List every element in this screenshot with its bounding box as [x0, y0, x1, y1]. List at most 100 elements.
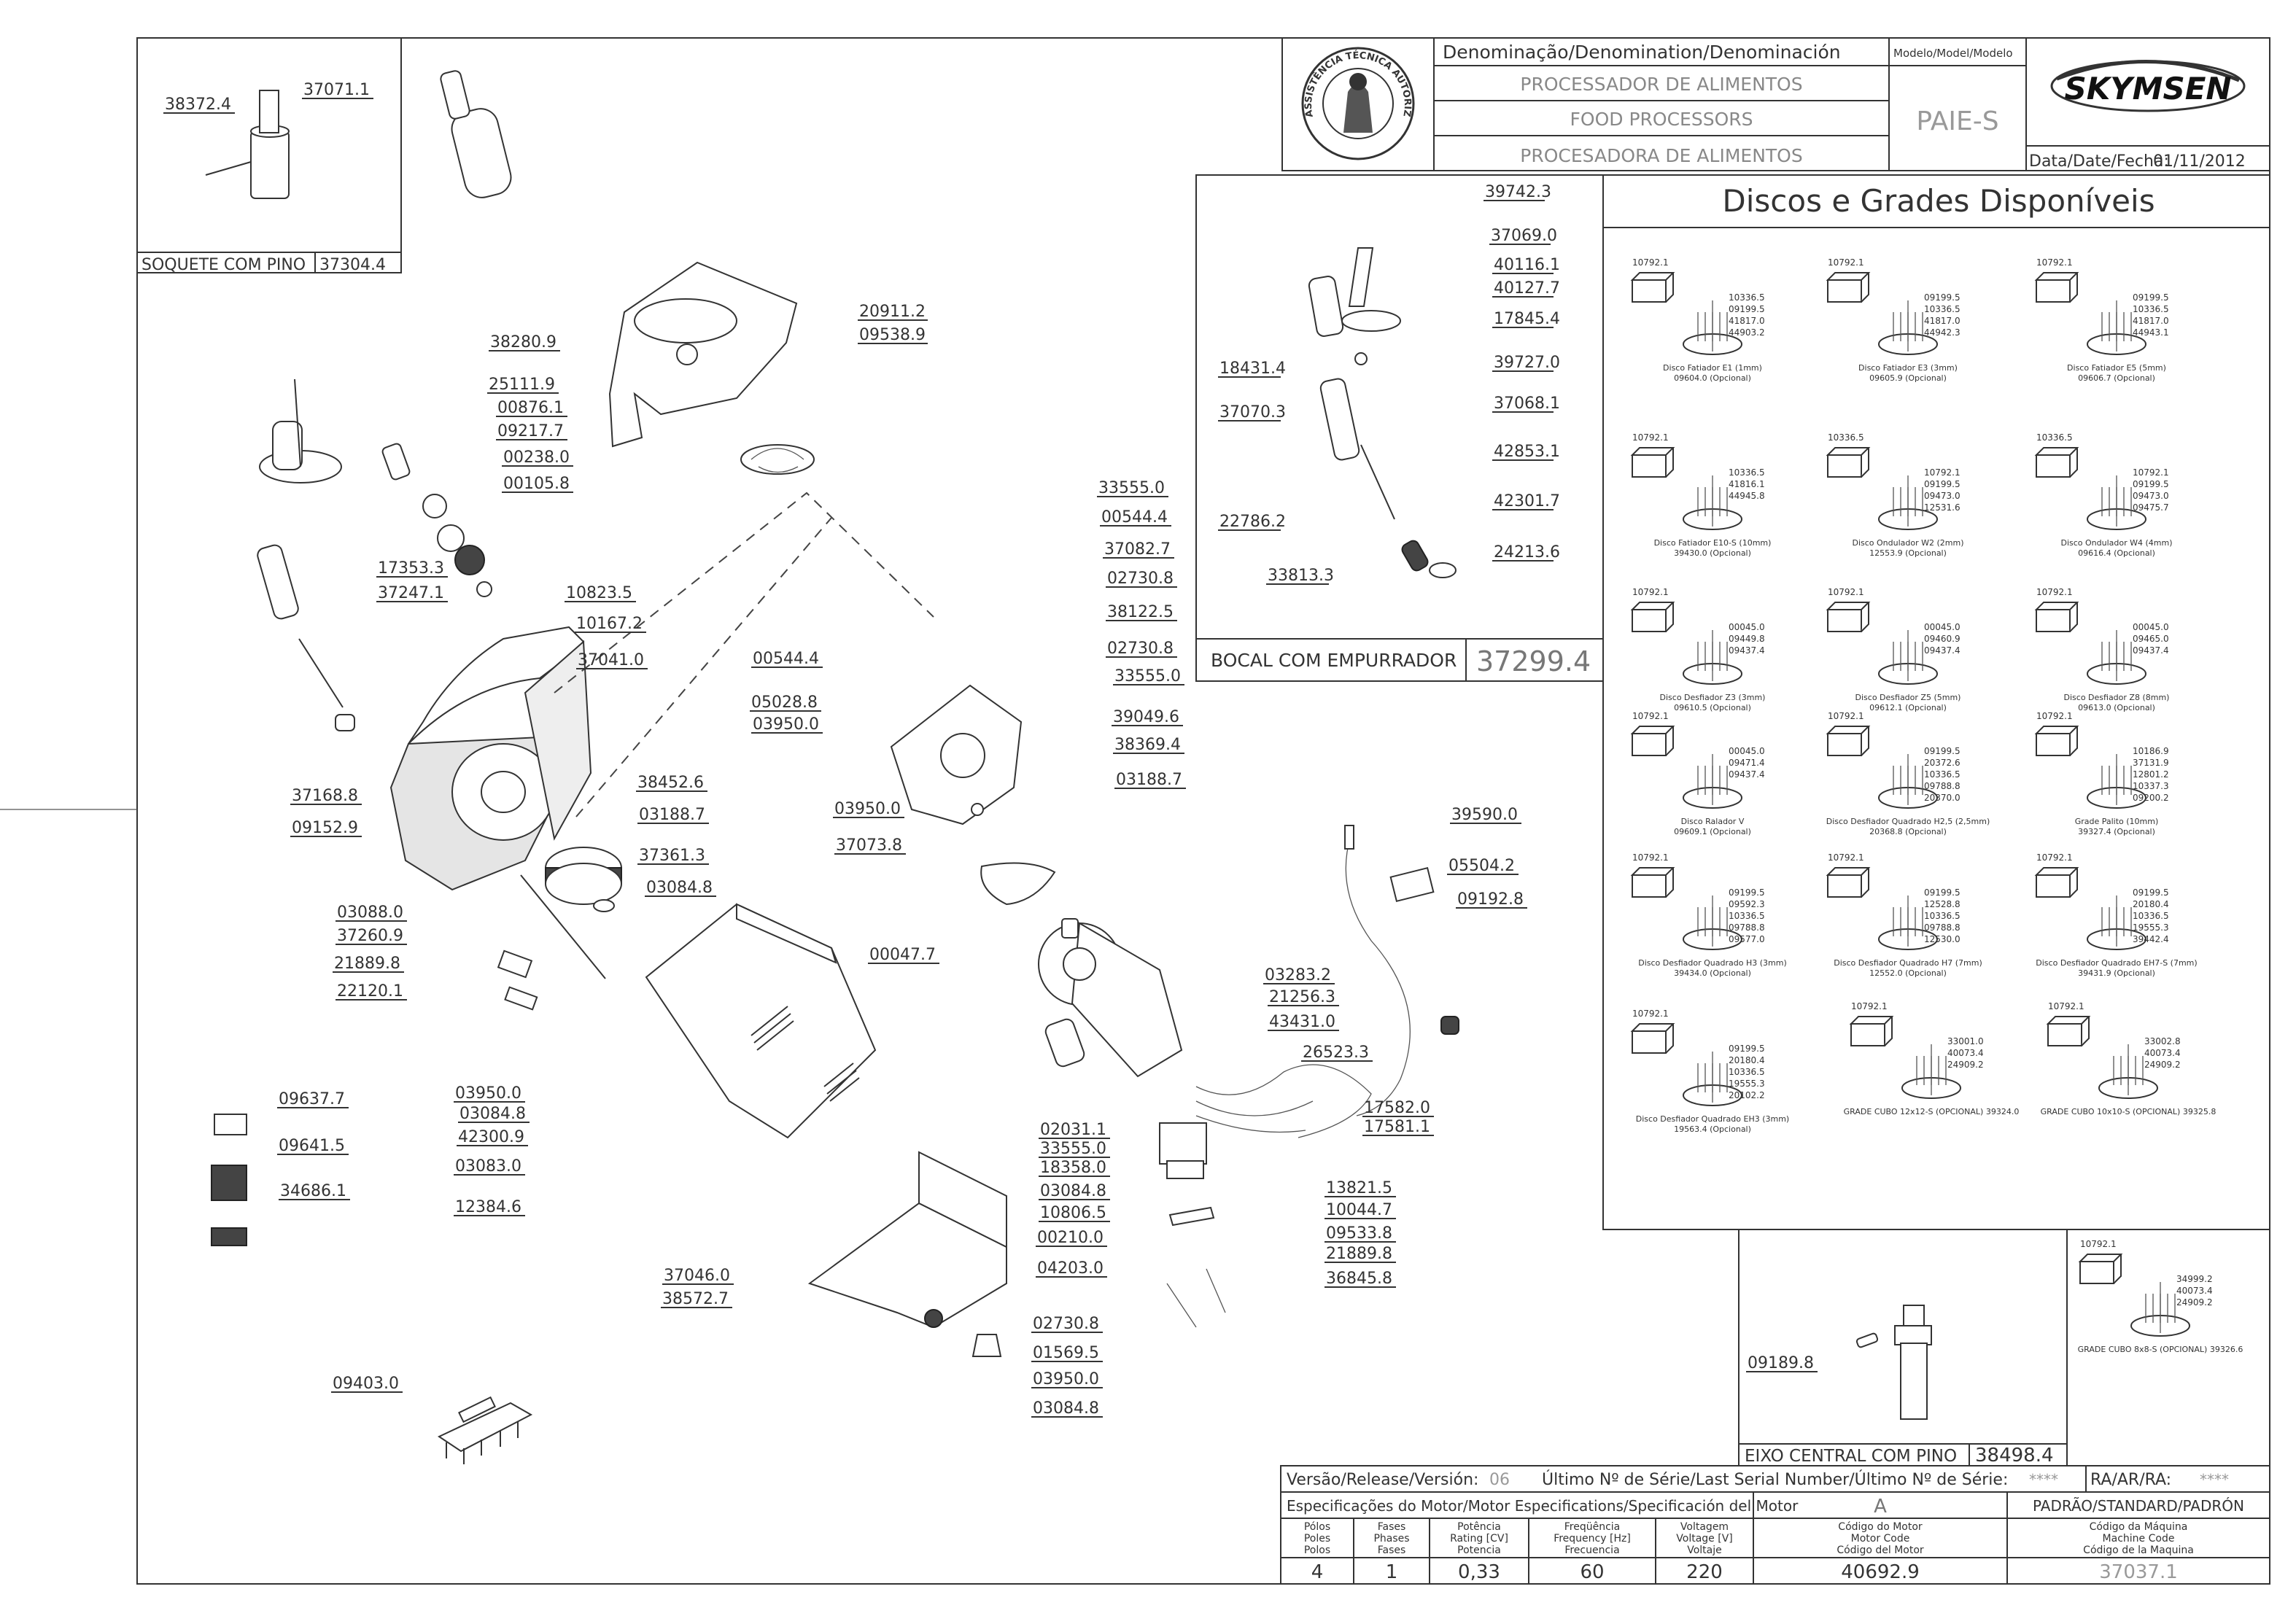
- callout: 03084.8: [458, 1105, 530, 1123]
- callout-number: 09189.8: [1748, 1354, 1814, 1372]
- disc-part-number: 09475.7: [2133, 502, 2169, 513]
- blade-block-icon: [1827, 733, 1862, 756]
- disc-name: Disco Fatiador E5 (5mm): [2067, 363, 2166, 373]
- bocal-code: 37299.4: [1476, 645, 1591, 677]
- callout: 21889.8: [1325, 1245, 1396, 1263]
- callout: 37069.0: [1489, 227, 1557, 245]
- callout: 37168.8: [290, 787, 362, 805]
- disc-part-number: 10336.5: [1924, 304, 1960, 314]
- callout: 21256.3: [1268, 988, 1339, 1006]
- callout: 36845.8: [1325, 1270, 1396, 1288]
- callout: 38372.4: [163, 96, 235, 114]
- callout-number: 38572.7: [662, 1290, 729, 1308]
- name-en: FOOD PROCESSORS: [1570, 109, 1753, 130]
- disc-part-number: 10336.5: [1924, 911, 1960, 921]
- disc-part-number: 41816.1: [1729, 479, 1765, 489]
- callout: 34686.1: [279, 1182, 350, 1200]
- callout-number: 33555.0: [1040, 1140, 1106, 1158]
- callout: 20911.2: [858, 303, 928, 321]
- callout: 42300.9: [457, 1128, 528, 1146]
- disc-part-number: 10792.1: [1632, 587, 1669, 597]
- callout-number: 37068.1: [1494, 395, 1560, 413]
- callout-number: 03283.2: [1265, 966, 1331, 984]
- disc-part-number: 09437.4: [2133, 645, 2169, 656]
- callout: 17845.4: [1492, 310, 1560, 328]
- disc-part-number: 24909.2: [2144, 1060, 2181, 1070]
- disc-part-number: 09460.9: [1924, 634, 1960, 644]
- callout: 05028.8: [750, 693, 821, 712]
- callout: 26523.3: [1301, 1044, 1373, 1062]
- disc-code: 39327.4 (Opcional): [2078, 827, 2155, 836]
- callout: 42301.7: [1492, 492, 1560, 510]
- callout: 22120.1: [336, 982, 407, 1001]
- callout-number: 17582.0: [1364, 1099, 1430, 1117]
- callout: 09637.7: [277, 1090, 349, 1108]
- spec-header: Voltaje: [1687, 1545, 1722, 1556]
- blade-block-edge: [1630, 447, 1675, 478]
- part-callouts: 38372.437071.139742.337069.040116.140127…: [163, 81, 1818, 1418]
- callout-number: 37070.3: [1219, 403, 1286, 421]
- callout: 37247.1: [376, 584, 448, 602]
- standard-label: PADRÃO/STANDARD/PADRÓN: [2033, 1497, 2244, 1515]
- disc-part-number: 10336.5: [1729, 1067, 1765, 1077]
- callout-number: 09192.8: [1457, 890, 1524, 909]
- disc-code: 20368.8 (Opcional): [1869, 827, 1947, 836]
- callout: 40127.7: [1492, 279, 1560, 298]
- name-es: PROCESADORA DE ALIMENTOS: [1520, 145, 1802, 166]
- spec-value: 40692.9: [1841, 1561, 1920, 1583]
- callout: 03283.2: [1263, 966, 1335, 984]
- disc-part-number: 10792.1: [2036, 852, 2073, 863]
- callout-number: 33555.0: [1098, 479, 1165, 497]
- spec-header: Código del Motor: [1837, 1545, 1924, 1556]
- callout-number: 03950.0: [455, 1084, 521, 1103]
- spec-value: 37037.1: [2099, 1561, 2178, 1583]
- callout: 33555.0: [1113, 667, 1184, 685]
- disc-part-number: 34999.2: [2176, 1274, 2213, 1284]
- disc-part-number: 10792.1: [1828, 852, 1864, 863]
- callout-number: 10823.5: [566, 584, 632, 602]
- disc-part-number: 44945.8: [1729, 491, 1765, 501]
- disc-part-number: 10792.1: [1828, 587, 1864, 597]
- blade-block-edge: [1630, 1023, 1675, 1054]
- spec-header: Frequency [Hz]: [1554, 1533, 1631, 1545]
- brand-name: SKYMSEN: [2064, 71, 2231, 106]
- spec-header: Fases: [1378, 1545, 1406, 1556]
- callout-number: 38452.6: [637, 774, 704, 792]
- disc-name: Disco Desfiador Quadrado EH7-S (7mm): [2036, 958, 2197, 968]
- callout: 12384.6: [454, 1198, 525, 1216]
- blade-block-edge: [1630, 602, 1675, 632]
- callout: 03084.8: [1031, 1399, 1103, 1418]
- callout: 09152.9: [290, 819, 362, 837]
- callout-number: 22786.2: [1219, 513, 1286, 531]
- callout: 24213.6: [1492, 543, 1560, 562]
- disc-part-number: 41817.0: [1924, 316, 1960, 326]
- model-label: Modelo/Model/Modelo: [1893, 47, 2013, 60]
- callout: 03950.0: [1031, 1370, 1103, 1388]
- callout: 09217.7: [496, 422, 567, 440]
- callout: 10823.5: [565, 584, 636, 602]
- callout: 02031.1: [1039, 1121, 1110, 1139]
- blade-block-edge: [1630, 726, 1675, 756]
- callout-number: 20911.2: [859, 303, 926, 321]
- date-label: Data/Date/Fecha:: [2029, 152, 2169, 171]
- disc-part-number: 44903.2: [1729, 327, 1765, 338]
- callout-number: 39049.6: [1113, 708, 1179, 726]
- callout-number: 33555.0: [1114, 667, 1181, 685]
- callout-number: 10806.5: [1040, 1204, 1106, 1222]
- disc-item: 10792.109199.520372.610336.509788.820370…: [1826, 711, 1990, 836]
- disc-name: GRADE CUBO 10x10-S (OPCIONAL) 39325.8: [2041, 1107, 2217, 1116]
- spec-header: Pólos: [1304, 1521, 1330, 1533]
- disc-code: 09612.1 (Opcional): [1869, 703, 1947, 712]
- callout: 37260.9: [336, 927, 407, 945]
- disc-part-number: 20180.4: [1729, 1055, 1765, 1065]
- callout: 00238.0: [502, 448, 573, 467]
- blade-block-edge: [1849, 1016, 1894, 1046]
- callout-number: 09641.5: [279, 1137, 345, 1155]
- disc-name: Disco Desfiador Quadrado H3 (3mm): [1638, 958, 1787, 968]
- callout: 38452.6: [636, 774, 707, 792]
- disc-part-number: 10792.1: [1632, 711, 1669, 721]
- blade-block-edge: [2078, 1254, 2123, 1284]
